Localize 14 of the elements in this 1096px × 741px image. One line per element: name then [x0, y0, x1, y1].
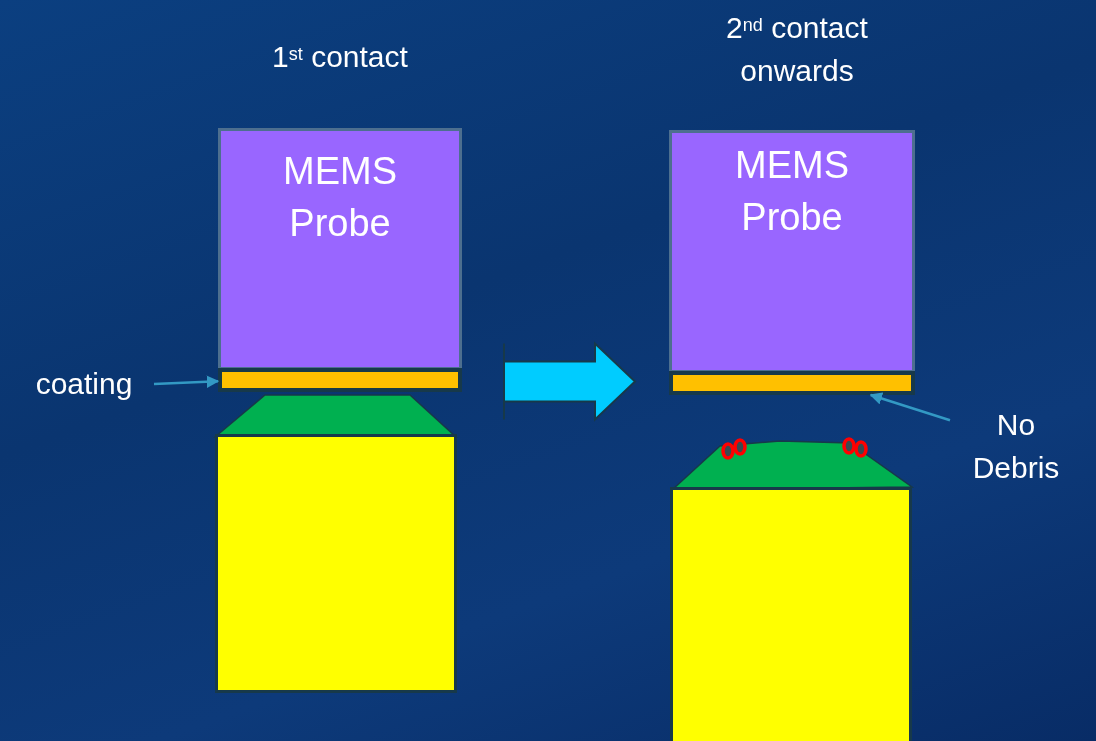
coating-layer: [669, 371, 915, 395]
block-arrow: [503, 341, 637, 422]
pillar-block: [215, 434, 457, 693]
pillar-block: [670, 487, 912, 741]
callout-text: No Debris: [950, 403, 1082, 489]
probe-block: MEMS Probe: [669, 130, 915, 373]
panel-heading: 2$^{nd}$ contact onwards: [725, 10, 869, 89]
callout-text: coating: [14, 362, 154, 406]
leader-arrow: [869, 392, 951, 422]
probe-block: MEMS Probe: [218, 128, 462, 370]
leader-arrow: [153, 375, 220, 388]
panel-heading: 1$^{st}$ contact: [271, 39, 409, 75]
coating-layer: [218, 368, 462, 392]
contact-pad: [215, 393, 456, 437]
